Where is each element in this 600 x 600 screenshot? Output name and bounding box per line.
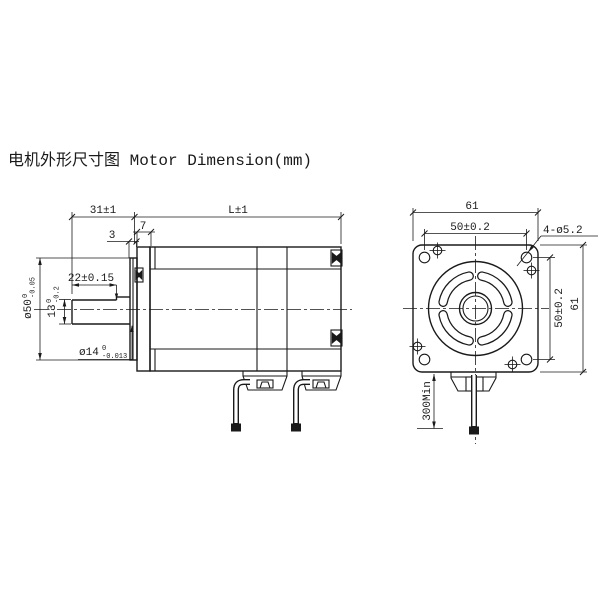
wire-tip — [469, 426, 479, 435]
mounting-hole-br — [520, 353, 533, 366]
dim-lead-wire-length-label: 300Min — [422, 381, 434, 421]
dim-shaft-diameter-tol-lower: -0.013 — [102, 353, 127, 361]
vent-slots — [438, 271, 513, 346]
dim-hole-spacing-horizontal: 50±0.2 — [421, 222, 530, 250]
dim-hole-spacing-vertical-label: 50±0.2 — [554, 288, 566, 328]
dim-mounting-holes-label: 4-ø5.2 — [543, 225, 583, 237]
dim-shaft-diameter-value: ø14 — [79, 347, 99, 359]
cover-screw-tl — [429, 242, 446, 259]
dim-hole-spacing-vertical: 50±0.2 — [533, 254, 566, 363]
dim-body-length-label: L±1 — [228, 205, 248, 217]
dim-shaft-diameter-tol-upper: 0 — [102, 345, 106, 353]
dim-flat-height: 13 0 -0.2 — [46, 286, 71, 325]
front-screw-head-mark — [134, 267, 144, 283]
dim-front-cap-depth: 7 — [133, 221, 155, 246]
dim-flange-height: 61 — [540, 241, 587, 376]
faceplate — [412, 244, 539, 373]
front-lead-wire — [469, 375, 479, 435]
dim-flange-width-label: 61 — [465, 201, 479, 213]
motor-body — [149, 246, 342, 372]
connector-block-2 — [301, 371, 342, 391]
rear-screw-head-mark — [330, 249, 343, 267]
mounting-hole-tr — [520, 251, 533, 264]
shaft-collar-circle — [458, 291, 493, 326]
cover-screws — [409, 242, 540, 373]
dim-flange-width: 61 — [409, 201, 542, 241]
front-flange — [136, 246, 151, 372]
dim-boss-height-label: 3 — [109, 230, 116, 242]
dim-lead-wire-length: 300Min — [417, 374, 443, 429]
rear-screw-head-mark — [330, 329, 343, 347]
pilot-circle — [427, 260, 524, 357]
cover-screw-tr — [523, 262, 540, 279]
dim-flat-height-tol-lower: -0.2 — [54, 286, 62, 303]
dim-pilot-diameter-tol-lower: -0.05 — [30, 277, 38, 298]
mounting-holes — [418, 251, 533, 366]
motor-shaft — [71, 296, 130, 325]
dim-mounting-holes-callout: 4-ø5.2 — [516, 225, 598, 267]
screw-head-marks — [134, 249, 343, 347]
side-view: 31±1 L±1 7 3 — [22, 205, 352, 432]
dim-flat-length: 22±0.15 — [68, 273, 119, 299]
wire-tip — [291, 423, 301, 432]
dim-pilot-diameter-value: ø50 — [23, 299, 35, 319]
lead-wire-2 — [291, 379, 310, 432]
mounting-hole-tl — [418, 251, 431, 264]
dim-shaft-diameter: ø14 0 -0.013 — [78, 325, 134, 361]
mounting-hole-bl — [418, 353, 431, 366]
dim-hole-spacing-horizontal-label: 50±0.2 — [450, 222, 490, 234]
shaft-hole — [462, 295, 489, 322]
dim-pilot-diameter-tol-upper: 0 — [22, 294, 30, 298]
dim-front-cap-depth-label: 7 — [140, 221, 147, 233]
cover-screw-bl — [409, 338, 426, 355]
dim-flat-length-label: 22±0.15 — [68, 273, 114, 285]
dim-flat-height-value: 13 — [47, 304, 59, 317]
dim-pilot-diameter: ø50 0 -0.05 — [22, 257, 131, 361]
page-title: 电机外形尺寸图 Motor Dimension(mm) — [8, 151, 312, 170]
lead-wire-1 — [231, 379, 250, 432]
dim-flat-height-tol-upper: 0 — [46, 299, 54, 303]
connector-block-1 — [242, 371, 288, 391]
cover-screw-br — [504, 356, 521, 373]
dim-flange-height-label: 61 — [570, 297, 582, 311]
front-view: 61 50±0.2 4-ø5.2 50±0.2 — [403, 201, 598, 444]
dim-body-length: L±1 — [134, 205, 345, 244]
dim-boss-height: 3 — [107, 230, 140, 258]
dim-shaft-extension-label: 31±1 — [90, 205, 117, 217]
wire-tip — [231, 423, 241, 432]
